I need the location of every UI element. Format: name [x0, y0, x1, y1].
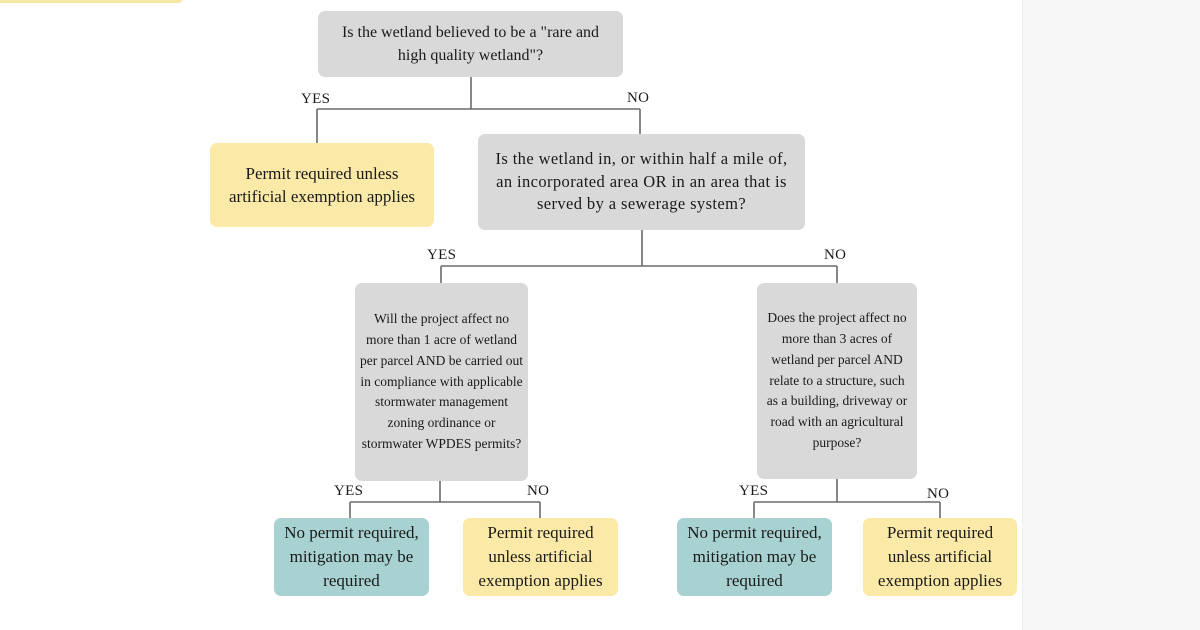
right-margin-strip [1022, 0, 1200, 630]
edge-label-no: NO [627, 90, 650, 106]
question-text: Does the project affect no more than 3 a… [766, 310, 908, 450]
question-rare-high-quality-wetland: Is the wetland believed to be a "rare an… [318, 11, 623, 77]
result-permit-required: Permit required unless artificial exempt… [863, 518, 1017, 596]
corner-accent [0, 0, 182, 3]
question-text: Will the project affect no more than 1 a… [359, 311, 524, 451]
result-text: No permit required, mitigation may be re… [284, 523, 419, 590]
result-no-permit-mitigation: No permit required, mitigation may be re… [677, 518, 832, 596]
edge-label-no: NO [527, 483, 550, 499]
edge-label-yes: YES [334, 483, 364, 499]
result-text: Permit required unless artificial exempt… [229, 164, 415, 206]
question-text: Is the wetland in, or within half a mile… [495, 149, 788, 214]
question-incorporated-area-or-sewerage: Is the wetland in, or within half a mile… [478, 134, 805, 230]
edge-label-yes: YES [739, 483, 769, 499]
result-permit-required: Permit required unless artificial exempt… [463, 518, 618, 596]
result-text: Permit required unless artificial exempt… [478, 523, 603, 590]
edge-label-no: NO [927, 486, 950, 502]
edge-label-no: NO [824, 247, 847, 263]
result-no-permit-mitigation: No permit required, mitigation may be re… [274, 518, 429, 596]
question-text: Is the wetland believed to be a "rare an… [341, 24, 600, 64]
question-three-acres-agricultural-structure: Does the project affect no more than 3 a… [757, 283, 917, 479]
question-one-acre-stormwater-compliance: Will the project affect no more than 1 a… [355, 283, 528, 481]
edge-label-yes: YES [301, 91, 331, 107]
result-permit-required: Permit required unless artificial exempt… [210, 143, 434, 227]
result-text: No permit required, mitigation may be re… [687, 523, 822, 590]
edge-label-yes: YES [427, 247, 457, 263]
result-text: Permit required unless artificial exempt… [877, 523, 1003, 590]
